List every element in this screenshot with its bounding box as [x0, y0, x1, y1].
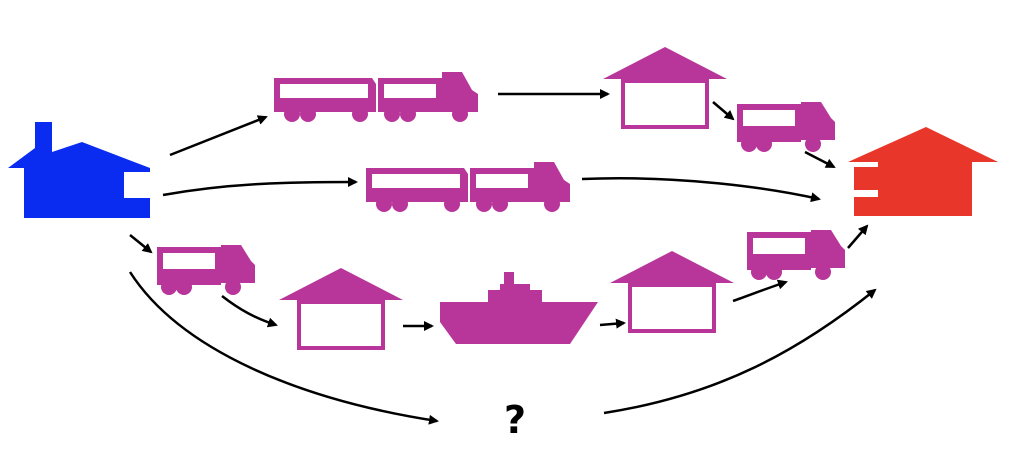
arrow	[732, 279, 788, 303]
truck-icon	[157, 245, 255, 295]
route-arrows	[128, 89, 877, 425]
arrow	[129, 234, 153, 254]
unknown-route-label: ?	[504, 398, 526, 442]
origin-factory-icon	[8, 122, 150, 218]
arrow	[221, 295, 278, 328]
arrow	[162, 177, 358, 197]
arrow	[847, 224, 869, 249]
truck-with-trailer-icon	[366, 162, 570, 212]
arrow	[712, 101, 735, 121]
truck-with-trailer-icon	[274, 72, 478, 122]
warehouse-icon	[603, 47, 727, 129]
arrow	[581, 177, 821, 203]
ship-icon	[440, 272, 598, 344]
arrow	[804, 150, 836, 169]
arrow	[128, 271, 439, 425]
warehouse-icon	[610, 251, 734, 333]
truck-icon	[747, 230, 845, 280]
truck-icon	[737, 102, 835, 152]
arrow	[603, 288, 877, 415]
arrow	[599, 318, 626, 329]
destination-house-icon	[848, 127, 998, 216]
warehouse-icon	[279, 268, 403, 350]
arrow	[169, 115, 268, 157]
